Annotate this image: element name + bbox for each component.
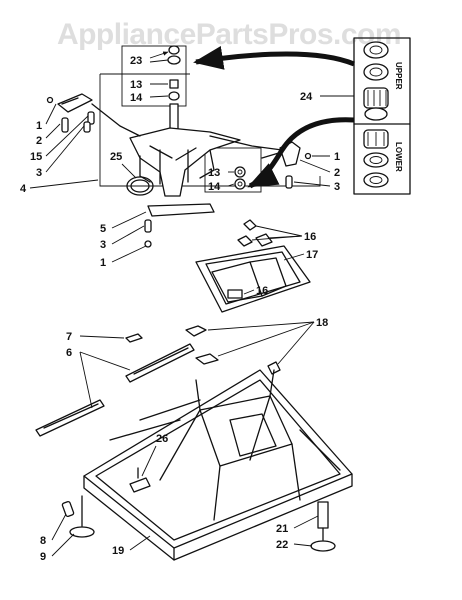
lower-side-label: LOWER	[394, 142, 403, 172]
callout-23: 23	[130, 55, 142, 67]
base-frame-19	[83, 369, 353, 561]
callout-1: 1	[334, 151, 340, 163]
upper-bearing-arrow	[193, 45, 355, 70]
callout-17: 17	[306, 249, 318, 261]
callout-19: 19	[112, 545, 124, 557]
callout-2: 2	[334, 167, 340, 179]
callout-labels: 23 13 14 24 1 2 15 3 4 25 1 2 3 13 14 5 …	[20, 55, 340, 563]
callout-16: 16	[256, 285, 268, 297]
callout-3: 3	[100, 239, 106, 251]
callout-9: 9	[40, 551, 46, 563]
leveling-legs	[61, 495, 336, 552]
callout-22: 22	[276, 539, 288, 551]
bearing-kit-24: UPPER LOWER	[353, 37, 411, 195]
bracket-frame-17	[195, 219, 311, 313]
rails-6-7	[35, 333, 195, 437]
callout-3: 3	[36, 167, 42, 179]
upper-side-label: UPPER	[394, 62, 403, 90]
callout-18: 18	[316, 317, 328, 329]
leader-lines	[29, 51, 354, 557]
isolators-18	[185, 325, 281, 375]
callout-3: 3	[334, 181, 340, 193]
callout-5: 5	[100, 223, 106, 235]
callout-14: 14	[130, 92, 143, 104]
transmission-group	[46, 45, 321, 248]
callout-15: 15	[30, 151, 42, 163]
callout-13: 13	[130, 79, 142, 91]
callout-1: 1	[100, 257, 106, 269]
callout-4: 4	[20, 183, 27, 195]
callout-21: 21	[276, 523, 288, 535]
callout-1: 1	[36, 120, 42, 132]
callout-6: 6	[66, 347, 72, 359]
callout-8: 8	[40, 535, 46, 547]
callout-14: 14	[208, 181, 221, 193]
callout-7: 7	[66, 331, 72, 343]
callout-16: 16	[304, 231, 316, 243]
callout-24: 24	[300, 91, 313, 103]
callout-13: 13	[208, 167, 220, 179]
lower-bearing-arrow	[247, 117, 355, 189]
callout-2: 2	[36, 135, 42, 147]
watermark: AppliancePartsPros.com	[57, 18, 401, 51]
callout-25: 25	[110, 151, 122, 163]
callout-26: 26	[156, 433, 168, 445]
